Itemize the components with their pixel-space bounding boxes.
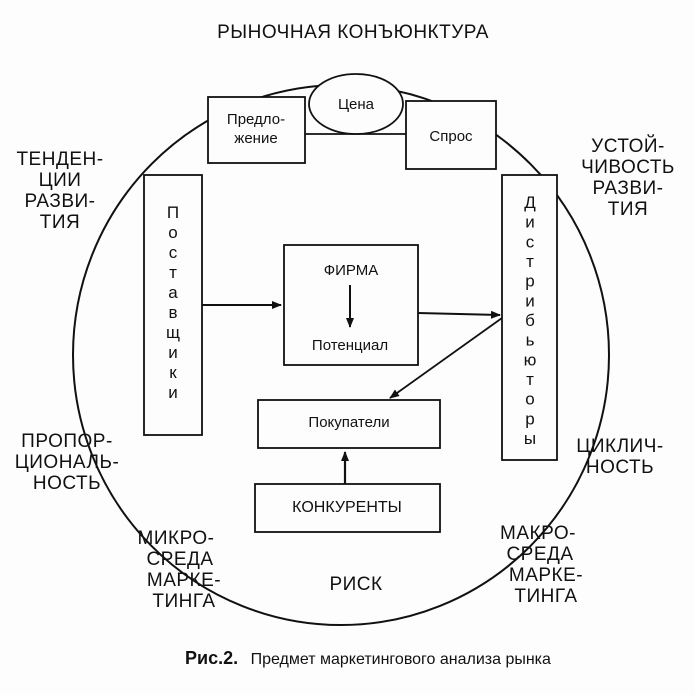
svg-text:ТИНГА: ТИНГА xyxy=(152,591,215,612)
svg-text:МАРКЕ-: МАРКЕ- xyxy=(509,565,583,586)
distributors-to-buyers-arrow xyxy=(389,317,503,399)
svg-text:СРЕДА: СРЕДА xyxy=(506,544,573,565)
demand-label: Спрос xyxy=(429,128,473,145)
distributors-label-letter: т xyxy=(526,252,534,271)
suppliers-label-letter: с xyxy=(169,243,178,262)
svg-text:ТИЯ: ТИЯ xyxy=(608,199,648,220)
suppliers-label-letter: о xyxy=(168,223,177,242)
svg-text:ЦИИ: ЦИИ xyxy=(39,170,82,191)
svg-text:РАЗВИ-: РАЗВИ- xyxy=(593,178,664,199)
distributors-label-letter: и xyxy=(525,291,535,310)
svg-text:НОСТЬ: НОСТЬ xyxy=(586,457,654,478)
svg-text:ТЕНДЕН-: ТЕНДЕН- xyxy=(16,149,103,170)
competitors-label: КОНКУРЕНТЫ xyxy=(292,499,402,516)
svg-text:ПРОПОР-: ПРОПОР- xyxy=(21,431,113,452)
price-label: Цена xyxy=(338,96,375,113)
distributors-label-letter: ю xyxy=(524,350,537,369)
suppliers-label-letter: т xyxy=(169,263,177,282)
distributors-label-letter: р xyxy=(525,409,534,428)
proportionality-label: ПРОПОР- ЦИОНАЛЬ- НОСТЬ xyxy=(15,431,120,494)
firm-label: ФИРМА xyxy=(324,262,379,279)
macro-environment-label: МАКРО- СРЕДА МАРКЕ- ТИНГА xyxy=(500,523,583,607)
svg-text:ТИНГА: ТИНГА xyxy=(514,586,577,607)
price-ellipse xyxy=(308,73,404,135)
svg-text:МАКРО-: МАКРО- xyxy=(500,523,576,544)
distributors-label-letter: р xyxy=(525,272,534,291)
cyclicality-label: ЦИКЛИЧ- НОСТЬ xyxy=(576,436,663,478)
distributors-label-letter: и xyxy=(525,213,535,232)
potential-label: Потенциал xyxy=(312,337,388,354)
development-trends-label: ТЕНДЕН- ЦИИ РАЗВИ- ТИЯ xyxy=(16,149,103,233)
suppliers-label-letter: к xyxy=(169,363,177,382)
supply-label-line2: жение xyxy=(234,130,277,147)
svg-text:НОСТЬ: НОСТЬ xyxy=(33,473,101,494)
svg-text:МАРКЕ-: МАРКЕ- xyxy=(147,570,221,591)
suppliers-label-letter: П xyxy=(167,203,179,222)
svg-text:РАЗВИ-: РАЗВИ- xyxy=(25,191,96,212)
development-stability-label: УСТОЙ- ЧИВОСТЬ РАЗВИ- ТИЯ xyxy=(581,135,675,220)
suppliers-label-letter: а xyxy=(168,283,178,302)
distributors-label-letter: Д xyxy=(524,193,536,212)
distributors-label-letter: т xyxy=(526,370,534,389)
svg-text:ЦИКЛИЧ-: ЦИКЛИЧ- xyxy=(576,436,663,457)
micro-environment-label: МИКРО- СРЕДА МАРКЕ- ТИНГА xyxy=(138,528,221,612)
suppliers-label-letter: и xyxy=(168,343,178,362)
distributors-box xyxy=(501,174,558,461)
distributors-label-letter: ы xyxy=(524,429,536,448)
demand-box xyxy=(405,100,497,170)
buyers-label: Покупатели xyxy=(308,414,389,431)
competitors-box xyxy=(254,483,441,533)
svg-text:ТИЯ: ТИЯ xyxy=(40,212,80,233)
firm-to-distributors-arrow xyxy=(417,310,501,319)
distributors-label-letter: с xyxy=(526,232,535,251)
figure-caption: Рис.2. Предмет маркетингового анализа ры… xyxy=(185,648,551,668)
suppliers-label-letter: в xyxy=(168,303,177,322)
distributors-label-letter: б xyxy=(525,311,535,330)
svg-text:СРЕДА: СРЕДА xyxy=(146,549,213,570)
figure-number: Рис.2. xyxy=(185,648,238,668)
svg-text:МИКРО-: МИКРО- xyxy=(138,528,215,549)
risk-label: РИСК xyxy=(329,574,382,595)
svg-text:ЧИВОСТЬ: ЧИВОСТЬ xyxy=(581,157,675,178)
distributors-label-letter: о xyxy=(525,390,534,409)
svg-text:ЦИОНАЛЬ-: ЦИОНАЛЬ- xyxy=(15,452,120,473)
buyers-box xyxy=(257,399,441,449)
distributors-label-letter: ь xyxy=(526,331,535,350)
figure-title: Предмет маркетингового анализа рынка xyxy=(251,651,551,668)
suppliers-label-letter: щ xyxy=(166,323,180,342)
market-conditions-label: РЫНОЧНАЯ КОНЪЮНКТУРА xyxy=(217,22,489,43)
supply-label-line1: Предло- xyxy=(227,111,285,128)
svg-text:УСТОЙ-: УСТОЙ- xyxy=(591,135,665,157)
suppliers-label-letter: и xyxy=(168,383,178,402)
supply-box xyxy=(207,96,306,164)
